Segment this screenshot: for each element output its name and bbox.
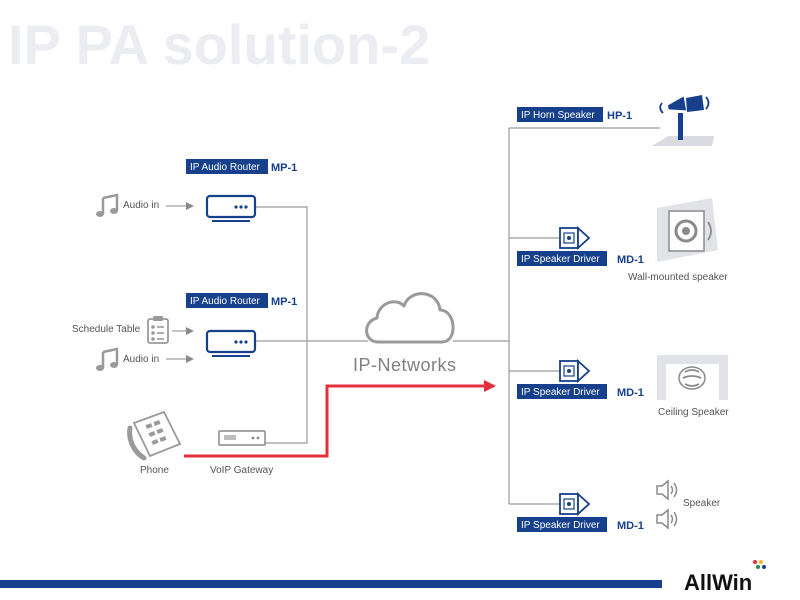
- ceiling-speaker-icon: [657, 355, 728, 400]
- driver3-tag: IP Speaker Driver: [517, 517, 607, 532]
- speaker-icon: [656, 508, 678, 530]
- speaker-icon: [656, 479, 678, 501]
- wall-speaker-icon: [657, 198, 718, 262]
- schedule-table-label: Schedule Table: [72, 324, 141, 335]
- driver1-tag: IP Speaker Driver: [517, 251, 607, 266]
- phone-label: Phone: [140, 465, 169, 476]
- cloud-icon: [365, 292, 455, 344]
- network-label: IP-Networks: [353, 355, 457, 375]
- speaker-label: Speaker: [683, 498, 721, 509]
- horn-tag: IP Horn Speaker: [517, 107, 603, 122]
- audio-in-label-2: Audio in: [123, 354, 159, 365]
- router1-tag-label: IP Audio Router: [190, 162, 261, 173]
- schedule-table-icon: [147, 316, 169, 344]
- driver3-model: MD-1: [617, 520, 644, 532]
- driver1-tag-label: IP Speaker Driver: [521, 254, 600, 265]
- voip-path-arrow: [184, 380, 496, 458]
- speaker-driver-icon: [559, 225, 591, 251]
- router2-tag-label: IP Audio Router: [190, 296, 261, 307]
- wall-speaker-label: Wall-mounted speaker: [628, 272, 728, 283]
- driver2-model: MD-1: [617, 387, 644, 399]
- slide-title: IP PA solution-2: [8, 13, 430, 76]
- phone-icon: [127, 410, 182, 461]
- horn-speaker-icon: [652, 95, 714, 146]
- horn-model: HP-1: [607, 110, 632, 122]
- ceiling-speaker-label: Ceiling Speaker: [658, 407, 729, 418]
- music-note-icon: [96, 193, 119, 217]
- speaker-driver-icon: [559, 491, 591, 517]
- voip-gateway-label: VoIP Gateway: [210, 465, 273, 476]
- router1-tag: IP Audio Router: [186, 159, 268, 174]
- voip-gateway-icon: [218, 430, 266, 446]
- router1-model: MP-1: [271, 162, 297, 174]
- music-note-icon: [96, 347, 119, 371]
- router-icon: [205, 329, 257, 357]
- logo: AllWin: [684, 570, 752, 595]
- router2-tag: IP Audio Router: [186, 293, 268, 308]
- router-icon: [205, 194, 257, 222]
- logo-dots: [753, 560, 766, 569]
- driver2-tag: IP Speaker Driver: [517, 384, 607, 399]
- horn-tag-label: IP Horn Speaker: [521, 110, 595, 121]
- speaker-driver-icon: [559, 358, 591, 384]
- footer-bar: [0, 580, 662, 588]
- left-bus-wire: [256, 206, 308, 444]
- router2-model: MP-1: [271, 296, 297, 308]
- audio-in-label-1: Audio in: [123, 200, 159, 211]
- driver2-tag-label: IP Speaker Driver: [521, 387, 600, 398]
- driver1-model: MD-1: [617, 254, 644, 266]
- driver3-tag-label: IP Speaker Driver: [521, 520, 600, 531]
